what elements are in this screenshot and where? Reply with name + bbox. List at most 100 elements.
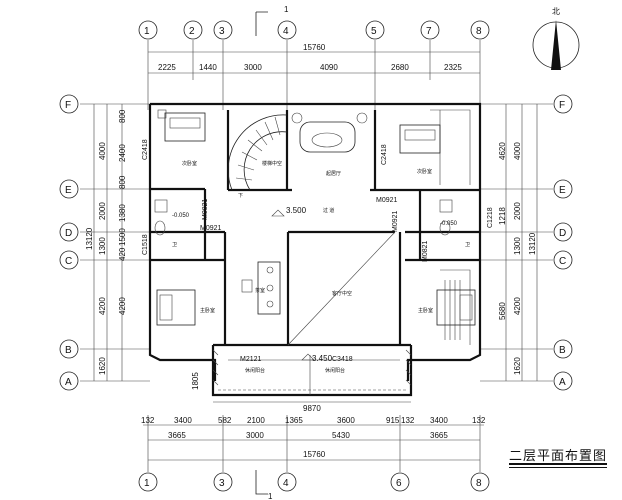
bottom-r1-6: 915 <box>386 416 400 425</box>
right-detail-4620: 4620 <box>498 142 507 160</box>
right-axis-bubbles: F E D C B A <box>553 94 573 391</box>
axis-right-F: F <box>559 100 565 111</box>
bottom-r1-3: 2100 <box>247 416 265 425</box>
right-outer-dim: 13120 <box>528 232 537 255</box>
axis-top-8: 8 <box>476 26 482 37</box>
left-dimensions: 13120 4000 2000 1300 4200 1620 800 2400 … <box>80 103 200 390</box>
opening-codes: C2418 C2418 C1518 C1218 C3418 M0821 M092… <box>142 139 494 363</box>
axis-top-4: 4 <box>283 26 289 37</box>
door-m0921-right-2: M0921 <box>392 210 399 232</box>
door-m2121: M2121 <box>240 356 262 363</box>
section-mark-bottom: 1 <box>255 470 273 500</box>
level-balcony: 3.450 <box>312 354 333 363</box>
bottom-r1-0: 132 <box>141 416 155 425</box>
axis-top-7: 7 <box>426 26 432 37</box>
bottom-r1-8: 3400 <box>430 416 448 425</box>
axis-right-A: A <box>559 377 566 388</box>
room-master-right: 主卧室 <box>418 307 433 314</box>
bottom-axis-bubbles: 1 3 4 6 8 <box>138 472 490 492</box>
door-m0821-right: M0821 <box>422 240 429 262</box>
axis-left-B: B <box>65 345 72 356</box>
title-underline-thin <box>509 467 607 468</box>
bottom-total-dim: 15760 <box>303 450 326 459</box>
building-walls <box>148 102 482 397</box>
room-bath-left: 卫 <box>172 242 177 248</box>
left-detail-1500: 1500 <box>118 228 127 246</box>
left-dim-4200: 4200 <box>98 297 107 315</box>
room-living-void: 客厅中空 <box>332 290 352 297</box>
bottom-r1-7: 132 <box>401 416 415 425</box>
left-detail-800b: 800 <box>118 175 127 189</box>
level-wet-right: -0.050 <box>440 221 458 227</box>
axis-right-C: C <box>559 256 566 267</box>
left-detail-1380: 1380 <box>118 204 127 222</box>
title-underline-thick <box>509 463 607 465</box>
bed-master-right <box>436 289 476 326</box>
room-labels: 次卧室 楼梯中空 起居厅 次卧室 过 道 茶室 客厅中空 主卧室 主卧室 休闲阳… <box>172 160 470 374</box>
room-study: 茶室 <box>255 287 265 294</box>
section-label-bottom: 1 <box>268 492 273 500</box>
room-stair-void: 楼梯中空 <box>262 160 282 167</box>
left-detail-4200: 4200 <box>118 297 127 315</box>
axis-right-D: D <box>559 228 566 239</box>
stair-down-label: 下 <box>238 193 243 199</box>
top-dim-6: 2325 <box>444 63 462 72</box>
door-m0821-left: M0821 <box>202 198 209 220</box>
top-dim-2: 1440 <box>199 63 217 72</box>
window-c1218: C1218 <box>487 207 494 228</box>
top-dim-4: 4090 <box>320 63 338 72</box>
room-master-left: 主卧室 <box>200 307 215 314</box>
left-dim-1620: 1620 <box>98 357 107 375</box>
top-total-dim: 15760 <box>303 43 326 52</box>
bed-top-right <box>399 124 441 154</box>
door-m0921-right: M0921 <box>376 197 398 204</box>
axis-right-B: B <box>559 345 566 356</box>
drawing-title: 二层平面布置图 <box>509 448 608 463</box>
axis-right-E: E <box>559 185 566 196</box>
left-dim-1300: 1300 <box>98 237 107 255</box>
drawing-title-block: 二层平面布置图 <box>509 445 607 471</box>
north-arrow: 北 <box>532 7 580 70</box>
bed-top-left <box>157 109 206 142</box>
tea-table <box>241 261 281 315</box>
window-c1518: C1518 <box>142 234 149 255</box>
left-detail-1805: 1805 <box>191 372 200 390</box>
axis-bottom-8: 8 <box>476 478 482 489</box>
room-bedroom-top-right: 次卧室 <box>417 168 432 175</box>
right-detail-5680: 5680 <box>498 302 507 320</box>
section-mark-top: 1 <box>255 5 289 36</box>
window-c3418: C3418 <box>332 356 353 363</box>
right-dim-2000: 2000 <box>513 202 522 220</box>
top-dim-3: 3000 <box>244 63 262 72</box>
bottom-r1-2: 582 <box>218 416 232 425</box>
top-axis-bubbles: 1 2 3 4 5 7 8 <box>138 20 490 40</box>
room-balcony-right: 休闲阳台 <box>325 367 345 374</box>
bottom-dimensions: 9870 132 3400 582 2100 1365 3600 915 132… <box>141 401 486 472</box>
level-wet-left: -0.050 <box>172 213 190 219</box>
window-c2418-right: C2418 <box>381 144 388 165</box>
right-dim-1620: 1620 <box>513 357 522 375</box>
right-dim-4000: 4000 <box>513 142 522 160</box>
room-corridor: 过 道 <box>323 207 334 214</box>
axis-left-C: C <box>65 256 72 267</box>
axis-top-1: 1 <box>144 26 150 37</box>
bottom-inner-dim: 9870 <box>303 404 321 413</box>
top-dim-1: 2225 <box>158 63 176 72</box>
right-dim-1300: 1300 <box>513 237 522 255</box>
axis-bottom-1: 1 <box>144 478 150 489</box>
left-axis-bubbles: F E D C B A <box>59 94 79 391</box>
axis-left-D: D <box>65 228 72 239</box>
bed-master-left <box>156 289 196 326</box>
left-dim-2000: 2000 <box>98 202 107 220</box>
top-dimensions: 15760 2225 1440 3000 4090 2680 2325 <box>147 40 481 110</box>
north-label: 北 <box>552 7 560 16</box>
lounge-sofa <box>291 112 368 153</box>
right-dimensions: 4620 1218 5680 4000 2000 1300 4200 1620 … <box>480 103 553 382</box>
left-outer-dim: 13120 <box>85 227 94 250</box>
axis-bottom-3: 3 <box>219 478 225 489</box>
bottom-r1-5: 3600 <box>337 416 355 425</box>
room-lounge: 起居厅 <box>326 171 341 177</box>
bottom-r1-9: 132 <box>472 416 486 425</box>
window-c2418-left: C2418 <box>142 139 149 160</box>
